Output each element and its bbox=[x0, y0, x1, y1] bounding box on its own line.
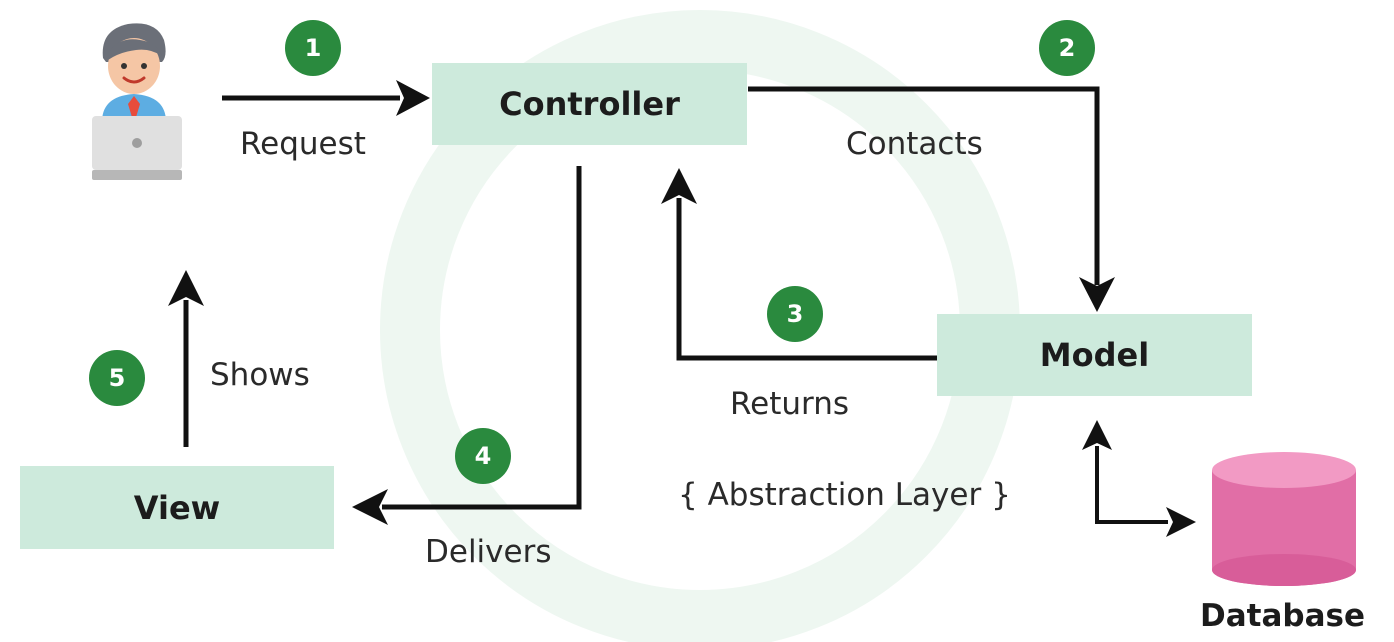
arrow-abstraction-layer bbox=[1082, 420, 1196, 537]
step-badge-2: 2 bbox=[1039, 20, 1095, 76]
arrow-contacts bbox=[748, 86, 1115, 312]
user-at-laptop-icon bbox=[92, 23, 182, 180]
step-badge-3: 3 bbox=[767, 286, 823, 342]
database-label: Database bbox=[1200, 598, 1365, 634]
arrow-request bbox=[222, 80, 430, 116]
arrow-shows bbox=[168, 270, 204, 447]
shows-label: Shows bbox=[210, 357, 310, 393]
controller-label: Controller bbox=[499, 85, 680, 123]
delivers-label: Delivers bbox=[425, 534, 552, 570]
model-label: Model bbox=[1039, 336, 1150, 374]
request-label: Request bbox=[240, 126, 366, 162]
controller-node: Controller bbox=[432, 63, 747, 145]
view-label: View bbox=[133, 488, 221, 527]
database-cylinder-icon bbox=[1212, 452, 1356, 586]
returns-label: Returns bbox=[730, 386, 850, 422]
step-badge-5: 5 bbox=[89, 350, 145, 406]
view-node: View bbox=[20, 466, 334, 549]
contacts-label: Contacts bbox=[846, 126, 983, 162]
model-node: Model bbox=[937, 314, 1252, 396]
abstraction-layer-label: { Abstraction Layer } bbox=[678, 477, 1011, 513]
step-badge-1: 1 bbox=[285, 20, 341, 76]
arrow-returns bbox=[661, 168, 937, 361]
step-badge-4: 4 bbox=[455, 428, 511, 484]
arrow-delivers bbox=[352, 166, 582, 525]
